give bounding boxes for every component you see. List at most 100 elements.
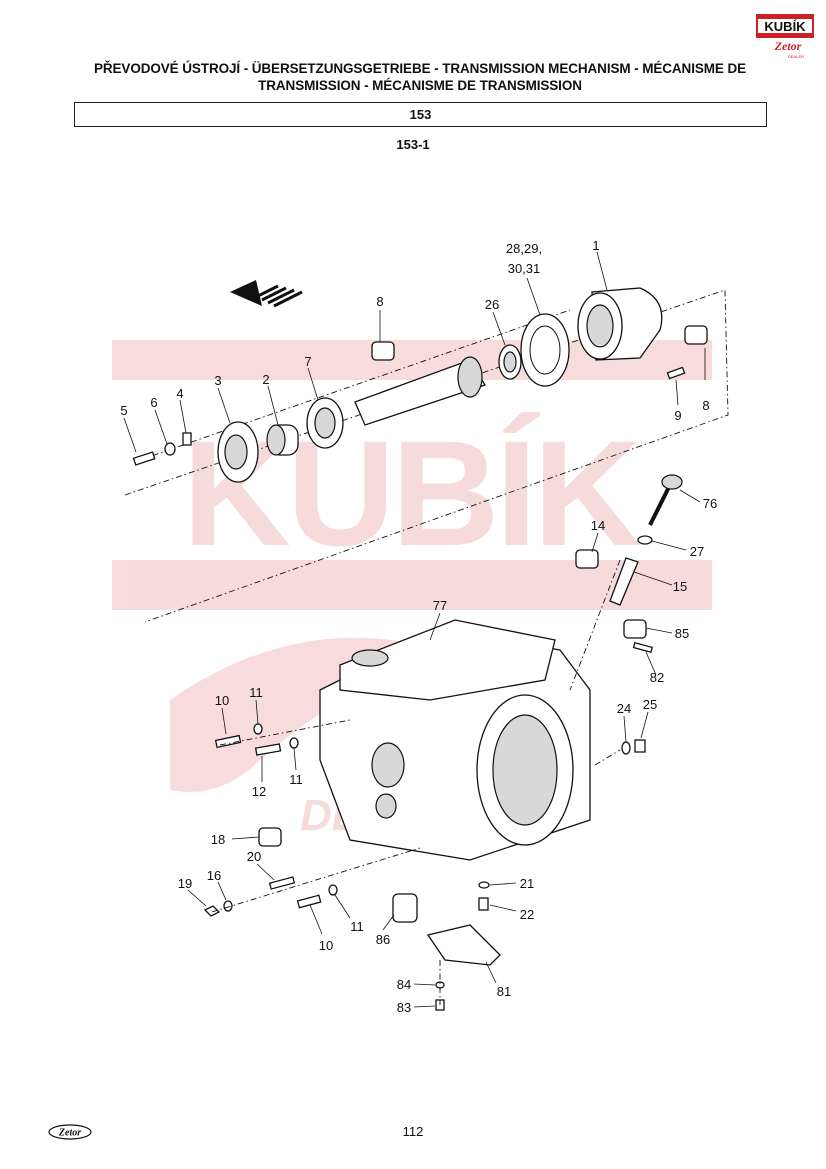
arrow-stripe-2 xyxy=(261,286,287,302)
watermark-text: KUBÍK xyxy=(183,409,641,577)
leader-19 xyxy=(187,889,207,907)
callout-1: 1 xyxy=(592,238,599,253)
cover-1 xyxy=(577,287,663,361)
callout-85: 85 xyxy=(675,626,689,641)
gasket-28 xyxy=(520,313,570,387)
sensor-14 xyxy=(575,549,599,569)
leader-85 xyxy=(645,627,673,634)
sensor-18-body xyxy=(258,827,282,847)
shaft-axis xyxy=(139,309,571,461)
leader-84 xyxy=(413,983,436,986)
leader-14 xyxy=(591,532,599,553)
callout-84: 84 xyxy=(397,977,411,992)
pin-15-shape xyxy=(609,557,639,606)
washer-6 xyxy=(164,442,176,456)
sensor-8-left xyxy=(371,341,395,361)
leader-82 xyxy=(645,651,657,676)
leader-16 xyxy=(217,881,227,901)
page-number: 112 xyxy=(402,1124,424,1139)
ring-27 xyxy=(637,535,653,545)
callout-24: 24 xyxy=(617,701,631,716)
leader-26 xyxy=(492,311,506,346)
leader-10-upper xyxy=(221,707,227,735)
callout-8-right: 8 xyxy=(702,398,709,413)
sensor-85-body xyxy=(623,619,647,639)
callout-16: 16 xyxy=(207,868,221,883)
washer-16-shape xyxy=(223,900,233,912)
zetor-logo-text: Zetor xyxy=(58,1128,81,1139)
plug-axis xyxy=(594,749,621,766)
cover-plate-81-shape xyxy=(426,924,501,966)
bolt-12-shape xyxy=(254,743,282,756)
callout-26: 26 xyxy=(485,297,499,312)
leader-11-a xyxy=(255,699,259,725)
section-number-box: 153 xyxy=(74,102,767,127)
leader-22 xyxy=(489,904,517,912)
arrow-head xyxy=(230,280,262,306)
leader-15 xyxy=(633,571,673,586)
callout-77: 77 xyxy=(433,598,447,613)
leader-4 xyxy=(179,399,187,434)
bolt-5-shape xyxy=(132,451,156,466)
zetor-logo-bottom: Zetor xyxy=(48,1124,92,1140)
callout-3: 3 xyxy=(214,373,221,388)
logo-dealer-text: DEALER xyxy=(788,54,804,59)
nut-19 xyxy=(203,905,221,917)
bolt-10-lower-shape xyxy=(296,894,322,909)
sensor-14-body xyxy=(575,549,599,569)
leader-18 xyxy=(231,836,260,840)
logo-brand-text: KUBÍK xyxy=(764,19,806,34)
page-title: PŘEVODOVÉ ÚSTROJÍ - ÜBERSETZUNGSGETRIEBE… xyxy=(93,61,747,93)
leader-10-lower xyxy=(309,904,323,935)
sensor-86 xyxy=(392,893,418,923)
washer-11-b-shape xyxy=(289,737,299,749)
washer-11-a-shape xyxy=(253,723,263,735)
shaft-body xyxy=(354,359,486,426)
seal-26-inner xyxy=(503,351,517,373)
shaft xyxy=(354,356,486,426)
ring-27-shape xyxy=(637,535,653,545)
plug-25 xyxy=(634,739,646,753)
callout-20: 20 xyxy=(247,849,261,864)
callout-86: 86 xyxy=(376,932,390,947)
sensor-85 xyxy=(623,619,647,639)
washer-21-shape xyxy=(478,881,490,889)
washer-11-b xyxy=(289,737,299,749)
callouts: 1 2 3 4 5 6 7 8 8 9 10 10 11 11 11 12 14… xyxy=(120,238,717,1015)
callout-19: 19 xyxy=(178,876,192,891)
housing-top xyxy=(339,619,556,701)
upper-assembly-outline xyxy=(124,289,729,623)
callout-28-29: 28,29, xyxy=(506,241,542,256)
callout-11-b: 11 xyxy=(289,772,303,787)
kubik-zetor-logo: KUBÍK Zetor DEALER xyxy=(756,14,814,59)
pin-15 xyxy=(609,557,639,606)
bearing-7-inner xyxy=(314,407,336,439)
pin-axis xyxy=(569,559,621,691)
screw-82-shape xyxy=(632,641,654,654)
washer-24-shape xyxy=(621,741,631,755)
logo-zetor-text: Zetor xyxy=(774,39,802,53)
leader-3 xyxy=(217,387,231,424)
housing-side-hole-2 xyxy=(375,793,397,819)
stud-20 xyxy=(268,876,296,890)
nut-3-inner xyxy=(224,434,248,470)
callout-4: 4 xyxy=(176,386,183,401)
leader-9 xyxy=(675,379,679,406)
washer-11-c-shape xyxy=(328,884,338,896)
sensor-8-right xyxy=(684,325,708,345)
leader-5 xyxy=(123,417,137,453)
callout-14: 14 xyxy=(591,518,605,533)
plug-22 xyxy=(478,897,489,911)
bolt-5 xyxy=(132,451,156,466)
screw-9 xyxy=(666,366,686,380)
zetor-logo-oval xyxy=(48,1124,92,1140)
arrow-stripe-3 xyxy=(267,288,295,305)
stud-axis-lower xyxy=(211,847,421,913)
washer-6-shape xyxy=(164,442,176,456)
callout-8-left: 8 xyxy=(376,294,383,309)
washer-24 xyxy=(621,741,631,755)
lock-plate-4-shape xyxy=(182,432,192,446)
leader-2 xyxy=(267,385,279,426)
direction-arrow xyxy=(230,280,303,308)
